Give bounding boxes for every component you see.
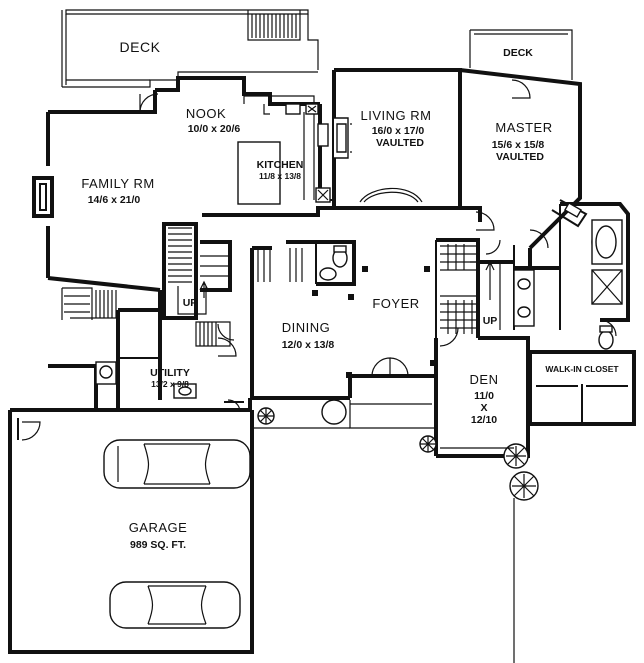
deck-main: [61, 9, 319, 88]
label-family: FAMILY RM: [81, 176, 154, 191]
label-deck-main: DECK: [120, 39, 161, 55]
label-garage: GARAGE: [129, 520, 188, 535]
label-walkin: WALK-IN CLOSET: [545, 364, 619, 374]
label-dining-size: 12/0 x 13/8: [282, 339, 335, 351]
label-stair-up-right: UP: [483, 315, 498, 327]
stairs-left: [168, 227, 231, 347]
label-nook-size: 10/0 x 20/6: [188, 123, 241, 135]
label-garage-size: 989 SQ. FT.: [130, 539, 186, 551]
car-top: [103, 439, 251, 489]
car-bottom: [109, 581, 241, 629]
label-kitchen-size: 11/8 x 13/8: [259, 171, 301, 181]
label-den-width: 11/0: [474, 390, 494, 402]
label-utility-size: 13/2 x 9/8: [151, 379, 189, 389]
deck-master: [469, 29, 573, 80]
label-den-depth: 12/10: [471, 414, 497, 426]
label-master-size: 15/6 x 15/8: [492, 139, 545, 151]
label-deck-master: DECK: [503, 47, 533, 59]
label-stair-up-left: UP: [183, 297, 198, 309]
label-master-note: VAULTED: [496, 151, 544, 163]
label-den-x: X: [480, 402, 487, 414]
fixtures: [95, 95, 623, 663]
label-nook: NOOK: [186, 106, 226, 121]
label-kitchen: KITCHEN: [257, 159, 304, 171]
label-living-note: VAULTED: [376, 137, 424, 149]
label-dining: DINING: [282, 320, 331, 335]
stairs-right: [440, 244, 501, 334]
label-utility: UTILITY: [150, 367, 190, 379]
label-family-size: 14/6 x 21/0: [88, 194, 141, 206]
label-living-size: 16/0 x 17/0: [372, 125, 425, 137]
stairs-dining: [257, 248, 303, 282]
door-swings: [21, 79, 617, 441]
label-master: MASTER: [495, 120, 552, 135]
label-den: DEN: [470, 372, 499, 387]
label-living: LIVING RM: [361, 108, 432, 123]
label-foyer: FOYER: [372, 296, 419, 311]
